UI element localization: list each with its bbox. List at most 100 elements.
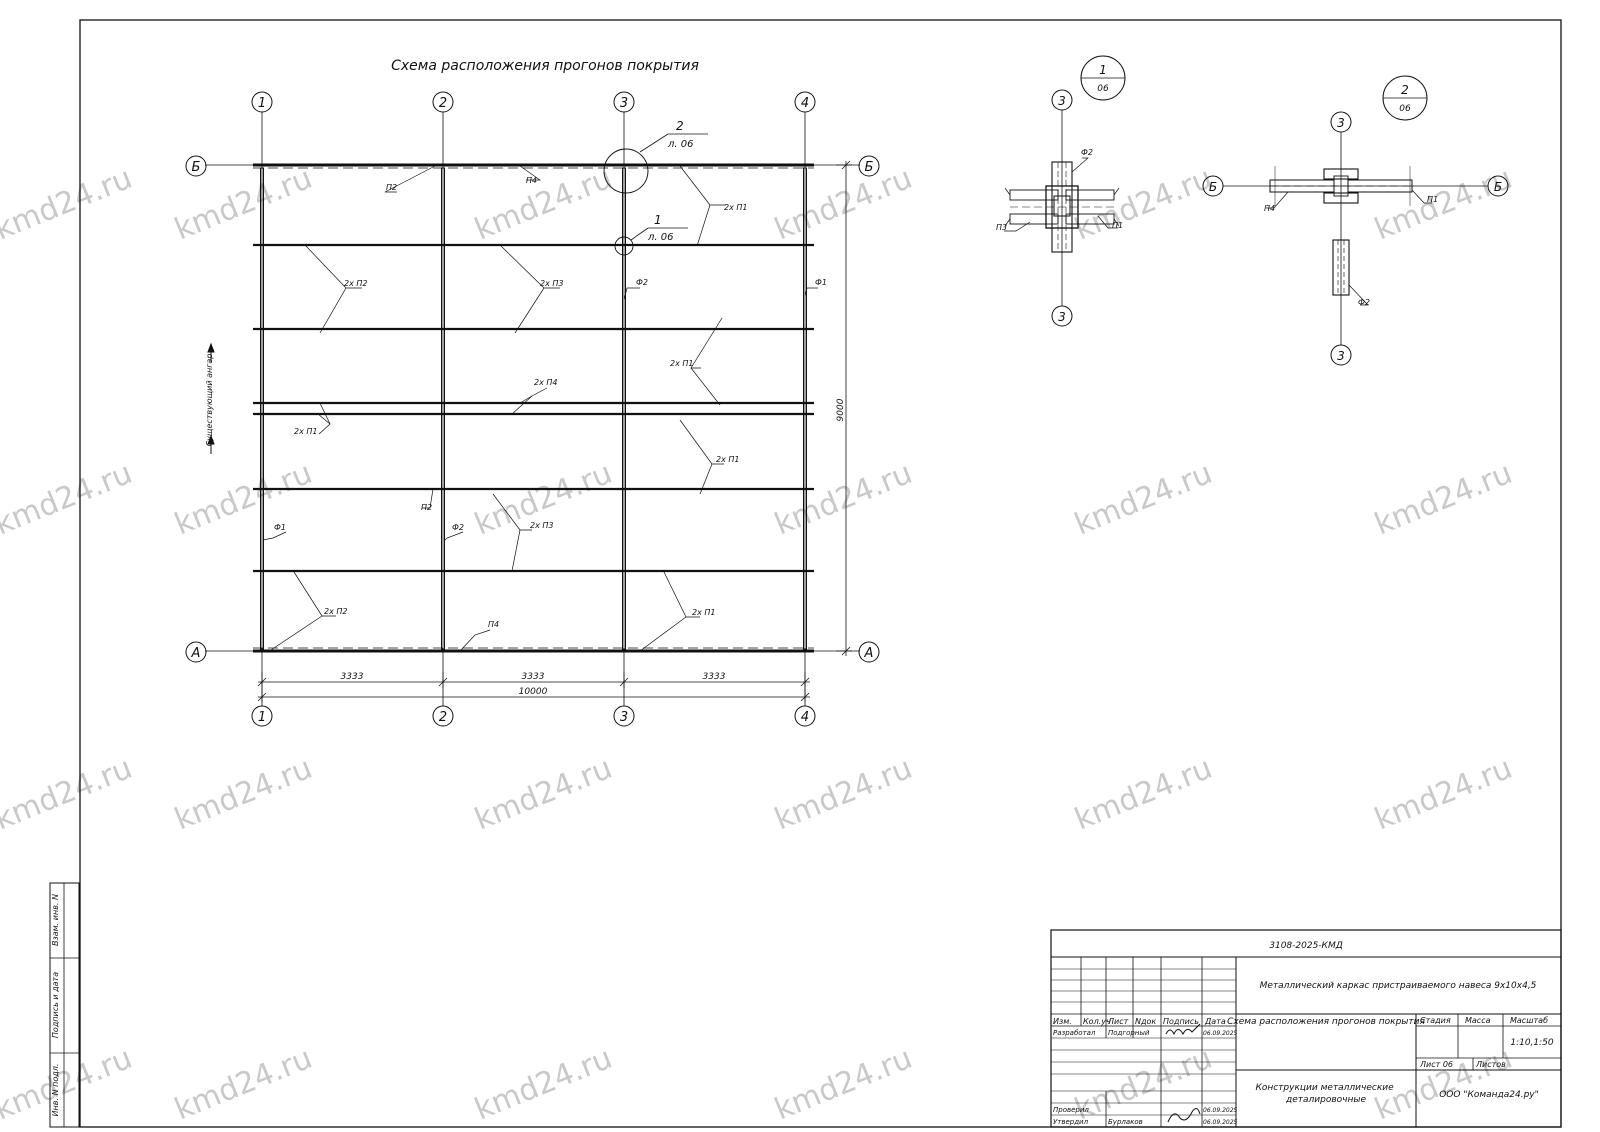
tb-role-appr: Утвердил [1053, 1118, 1089, 1126]
label-f2-low: Ф2 [452, 523, 464, 532]
watermark-text: kmd24.ru [770, 751, 917, 838]
watermark-text: kmd24.ru [1070, 1041, 1217, 1128]
purlin-plan: Схема расположения прогонов покрытия [185, 58, 880, 727]
tb-col-mass: Масса [1465, 1016, 1491, 1025]
axis-label-top-2: 2 [439, 96, 447, 111]
label-p4-bottom: П4 [488, 620, 499, 629]
tb-date-dev: 06.09.2025 [1203, 1030, 1238, 1037]
detail-1-sheet: 06 [1097, 84, 1109, 94]
detail-2: 2 06 3 3 Б Б П4 П1 Ф2 [1202, 75, 1509, 366]
watermark-text: kmd24.ru [770, 456, 917, 543]
watermark-text: kmd24.ru [1070, 161, 1217, 248]
detail-1-num: 1 [1099, 63, 1107, 77]
callout-1-num: 1 [654, 213, 662, 227]
tb-person-dev: Подгорный [1108, 1029, 1150, 1037]
title-block [1050, 929, 1562, 1128]
label-f1-right: Ф1 [815, 278, 827, 287]
row-label-a-left: А [191, 646, 201, 661]
watermark-text: kmd24.ru [770, 161, 917, 248]
tb-col-scale: Масштаб [1510, 1016, 1548, 1025]
detail-2-row-left: Б [1209, 180, 1217, 194]
watermark-text: kmd24.ru [0, 1041, 137, 1128]
label-p1-top: 2х П1 [724, 203, 747, 212]
label-p2-top: П2 [386, 183, 397, 192]
tb-head-kol: Кол.уч [1083, 1017, 1111, 1026]
label-p2-low: П2 [421, 503, 432, 512]
watermark-text: kmd24.ru [170, 456, 317, 543]
tb-head-data: Дата [1204, 1017, 1226, 1026]
tb-section-line-2: деталировочные [1285, 1095, 1366, 1105]
label-p1-lower: 2х П1 [716, 455, 739, 464]
dim-total: 10000 [519, 687, 548, 697]
watermark-text: kmd24.ru [1370, 161, 1517, 248]
detail-2-label-p1: П1 [1427, 195, 1438, 204]
existing-hangar-label: Существующий ангар [205, 354, 214, 447]
axis-label-top-1: 1 [258, 96, 266, 111]
side-stamp [49, 882, 80, 1128]
watermark-text: kmd24.ru [0, 751, 137, 838]
label-p4-top: П4 [526, 176, 537, 185]
label-p2-bottom: 2х П2 [324, 607, 347, 616]
tb-head-ndok: Nдок [1135, 1017, 1156, 1026]
tb-date-appr: 06.09.2025 [1203, 1119, 1238, 1126]
plan-columns [260, 167, 807, 650]
watermark-text: kmd24.ru [170, 1041, 317, 1128]
tb-role-chk: Проверил [1053, 1106, 1089, 1114]
side-stamp-inventory: Инв. N подл. [51, 1064, 60, 1117]
label-p2-left: 2х П2 [344, 279, 367, 288]
tb-head-izm: Изм. [1053, 1017, 1072, 1026]
detail-2-num: 2 [1401, 83, 1409, 97]
watermark-text: kmd24.ru [470, 161, 617, 248]
callout-2-ref: л. 06 [667, 139, 693, 150]
watermark-text: kmd24.ru [1070, 751, 1217, 838]
detail-1-axis-bottom: 3 [1058, 310, 1066, 324]
tb-col-stage: Стадия [1420, 1016, 1451, 1025]
tb-role-dev: Разработал [1053, 1029, 1096, 1037]
tb-code: 3108-2025-КМД [1269, 941, 1343, 951]
watermark-text: kmd24.ru [0, 456, 137, 543]
detail-1-label-p1: П1 [1112, 221, 1123, 230]
axis-bubbles-bottom: 1 2 3 4 [251, 705, 816, 727]
label-p1-left: 2х П1 [294, 427, 317, 436]
detail-1-label-f2: Ф2 [1081, 148, 1093, 157]
plan-leaders [262, 165, 818, 652]
axis-label-bottom-4: 4 [801, 710, 809, 725]
row-label-b-right: Б [865, 160, 874, 175]
label-p3-mid: 2х П3 [540, 279, 563, 288]
label-p4-center: 2х П4 [534, 378, 557, 387]
plan-purlins [253, 163, 814, 653]
row-label-a-right: А [864, 646, 874, 661]
watermark-text: kmd24.ru [1070, 456, 1217, 543]
detail-2-label-f2: Ф2 [1358, 298, 1370, 307]
tb-sheets-label: Листов [1475, 1060, 1506, 1069]
row-label-b-left: Б [192, 160, 201, 175]
label-p3-low: 2х П3 [530, 521, 553, 530]
dim-height: 9000 [836, 398, 846, 421]
callout-2: 2 л. 06 [603, 119, 708, 194]
detail-2-axis-bottom: 3 [1337, 349, 1345, 363]
plan-dimensions [257, 160, 852, 702]
drawing-frame [79, 19, 1562, 1128]
watermark-text: kmd24.ru [0, 161, 137, 248]
watermark-text: kmd24.ru [1370, 456, 1517, 543]
tb-head-podp: Подпись [1163, 1017, 1199, 1026]
label-p1-right: 2х П1 [670, 359, 693, 368]
axis-label-top-4: 4 [801, 96, 809, 111]
detail-1-label-p3: П3 [996, 223, 1007, 232]
tb-person-appr: Бурлаков [1108, 1118, 1143, 1126]
watermark-text: kmd24.ru [470, 751, 617, 838]
plan-title: Схема расположения прогонов покрытия [391, 58, 699, 74]
watermark-text: kmd24.ru [470, 1041, 617, 1128]
watermark-text: kmd24.ru [1370, 751, 1517, 838]
detail-1-axis-top: 3 [1058, 94, 1066, 108]
plan-axes [205, 112, 860, 706]
plan-leader-labels: П2 П4 2х П1 2х П2 2х П3 Ф2 Ф1 2х П1 2х П… [274, 176, 827, 629]
axis-bubbles-top: 1 2 3 4 [251, 91, 816, 113]
dim-span-2: 3333 [522, 672, 545, 682]
tb-date-chk: 06.09.2025 [1203, 1107, 1238, 1114]
tb-sheet-name: Схема расположения прогонов покрытия [1227, 1017, 1425, 1027]
detail-2-row-right: Б [1494, 180, 1502, 194]
tb-scale: 1:10,1:50 [1510, 1038, 1554, 1048]
existing-hangar-note [207, 342, 215, 454]
